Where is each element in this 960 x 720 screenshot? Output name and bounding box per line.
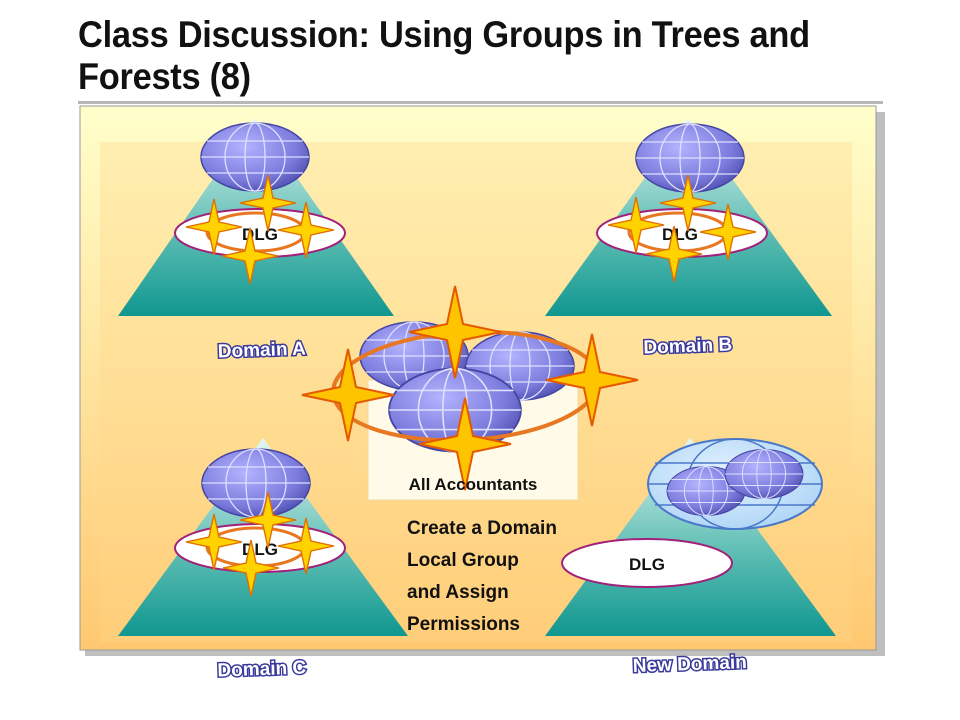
- page-title: Class Discussion: Using Groups in Trees …: [78, 14, 810, 97]
- domain-b-label: Domain B: [643, 334, 732, 358]
- domain-a-label: Domain A: [217, 338, 306, 362]
- new-domain-dlg-ellipse: [561, 538, 733, 588]
- callout-line: Permissions: [407, 614, 520, 635]
- all-accountants-group: All Accountants: [301, 285, 639, 501]
- title-divider: [78, 101, 883, 104]
- domain-a: DLG Domain A: [118, 118, 394, 364]
- new-domain-forest-icon: [647, 438, 823, 530]
- domain-b-dlg-label: DLG: [662, 225, 698, 244]
- all-accountants-label: All Accountants: [409, 475, 538, 494]
- domain-c: DLG Domain C: [118, 438, 408, 683]
- domain-b: DLG Domain B: [545, 118, 832, 360]
- callout-text: Create a Domain Local Group and Assign P…: [407, 518, 557, 635]
- new-domain-label: New Domain: [632, 652, 747, 677]
- domain-c-globe-icon: [201, 448, 311, 518]
- callout-line: Create a Domain: [407, 518, 557, 539]
- domain-c-label: Domain C: [217, 657, 307, 681]
- domain-a-globe-icon: [200, 122, 310, 192]
- callout-line: Local Group: [407, 550, 519, 571]
- callout-line: and Assign: [407, 582, 509, 603]
- new-domain-dlg-label: DLG: [629, 555, 665, 574]
